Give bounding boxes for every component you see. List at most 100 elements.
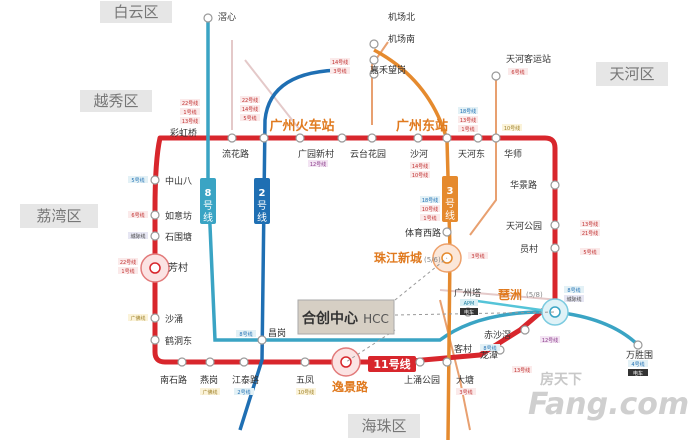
dot-tianhedong [473, 133, 483, 143]
line-3-north-branch [371, 41, 497, 431]
badge-bg-sc [128, 314, 148, 321]
label-kecun: 客村 [454, 343, 472, 355]
badge-bg-gzt-a [460, 299, 478, 306]
badge-ryf: 6号线 [131, 212, 144, 219]
watermark-en: Fang.com [528, 387, 689, 422]
label-yangang: 燕岗 [200, 374, 218, 386]
line11-label: 11号线 [373, 357, 410, 371]
badge-bg-fc-a [118, 258, 138, 265]
badge-yc: 5号线 [583, 249, 596, 256]
dot-ruyifang [150, 210, 160, 220]
badge-pz-b: 城际线 [566, 296, 581, 303]
dot-hedongdong [150, 335, 160, 345]
badge-chq-a: 22号线 [182, 100, 198, 107]
badge-bg-sh-b [410, 171, 430, 178]
badge-lh-a: 22号线 [242, 97, 258, 104]
line8-label-b: 线 [203, 211, 213, 224]
badge-bg-thd-b [458, 116, 478, 123]
line-apm [469, 298, 556, 314]
station-dots [150, 13, 643, 367]
dot-wanshengwei [633, 340, 643, 350]
badge-thd-c: 1号线 [461, 126, 474, 133]
line-8 [206, 18, 640, 347]
label-datang: 大塘 [456, 374, 474, 386]
line2-label: 2 [259, 188, 266, 199]
watermark-cn: 房天下 [540, 371, 582, 388]
badge-bg-wf [296, 388, 316, 395]
district-bg-liwan [20, 204, 98, 228]
badge-bg-ky [508, 68, 528, 75]
badge-bg-swt [128, 232, 148, 239]
badge-bg-yc [580, 248, 600, 255]
badge-bg-thg-b [580, 229, 600, 236]
label-zhongshanba: 中山八 [165, 175, 192, 187]
district-tianhe: 天河区 [609, 65, 654, 83]
badge-bg-chq-c [180, 117, 200, 124]
badge-bg-zsb [128, 176, 148, 183]
badge-bg-hs [502, 124, 522, 131]
watermark: 房天下 Fang.com [528, 371, 689, 422]
label-ruyifang: 如意坊 [165, 210, 192, 222]
dot-yangang [205, 357, 215, 367]
line3-label-box [442, 176, 458, 222]
hcc-logo-box [297, 299, 395, 335]
ring-yijing-core [340, 356, 352, 368]
district-liwan: 荔湾区 [36, 207, 81, 225]
label-longtan: 龙潭 [480, 349, 498, 361]
badge-bg-thg-a [580, 220, 600, 227]
badge-sc: 广佛线 [130, 315, 145, 322]
line-11-loop [152, 135, 558, 365]
badge-bg-jt [234, 388, 254, 395]
dot-keyun [491, 71, 501, 81]
badge-bg-gy [308, 160, 328, 167]
badge-bg-wsw-a [628, 360, 648, 367]
badge-pz-a: 8号线 [567, 287, 580, 294]
badge-bg-fc-b [118, 267, 138, 274]
bg-line-c [439, 289, 561, 301]
badge-gy: 12号线 [310, 161, 326, 168]
label-airport-n: 机场北 [388, 11, 415, 23]
dash-yijing [345, 329, 396, 363]
badge-bg-tyx-b [420, 205, 440, 212]
label-gz-east: 广州东站 [396, 118, 448, 134]
badge-bg-gzt-b [460, 308, 478, 315]
badge-bg-pz-a [564, 286, 584, 293]
line2-label-a: 号 [257, 200, 267, 212]
label-liuhua: 流花路 [222, 148, 249, 160]
badge-yg: 广佛线 [202, 389, 217, 396]
label-nanshi: 南石路 [160, 374, 187, 386]
dot-airport-n [369, 39, 379, 49]
label-keyun: 天河客运站 [506, 53, 551, 65]
label-yuntai: 云台花园 [350, 148, 386, 160]
line3-branch-path [371, 41, 389, 125]
badge-kc: 8号线 [483, 345, 496, 352]
line2-label-b: 线 [257, 211, 267, 224]
badge-dt: 3号线 [459, 389, 472, 396]
ring-pazhou-core [549, 306, 561, 318]
badge-tyx-c: 1号线 [423, 215, 436, 222]
line3-label: 3 [447, 186, 454, 197]
badge-bg-lh-b [240, 105, 260, 112]
badge-wf: 10号线 [298, 389, 314, 396]
dot-shangyong [415, 357, 425, 367]
line11-label-box [368, 356, 416, 372]
badge-bg-yg [200, 388, 220, 395]
label-yijing: 逸景路 [332, 379, 369, 394]
label-wanshengwei: 万胜围 [626, 350, 653, 361]
line3-south [439, 299, 471, 431]
label-shachong: 沙涌 [165, 314, 183, 325]
badge-jt: 2号线 [237, 389, 250, 396]
badge-fc-a: 22号线 [120, 259, 136, 266]
dot-gz-station [259, 133, 269, 143]
hub-rings [140, 243, 569, 377]
label-tianhegy: 天河公园 [506, 220, 542, 232]
label-guangyuan: 广园新村 [298, 148, 334, 160]
dot-tiyuxi [442, 227, 452, 237]
dot-jiaoxin [203, 13, 213, 23]
dot-liuhua [227, 133, 237, 143]
badge-tyx-a: 18号线 [422, 197, 438, 204]
district-bg-haizhu [348, 414, 420, 438]
badge-ky: 6号线 [511, 69, 524, 76]
label-zhujiang-note: (5/6) [424, 256, 441, 264]
badge-bg-chq-b [180, 108, 200, 115]
